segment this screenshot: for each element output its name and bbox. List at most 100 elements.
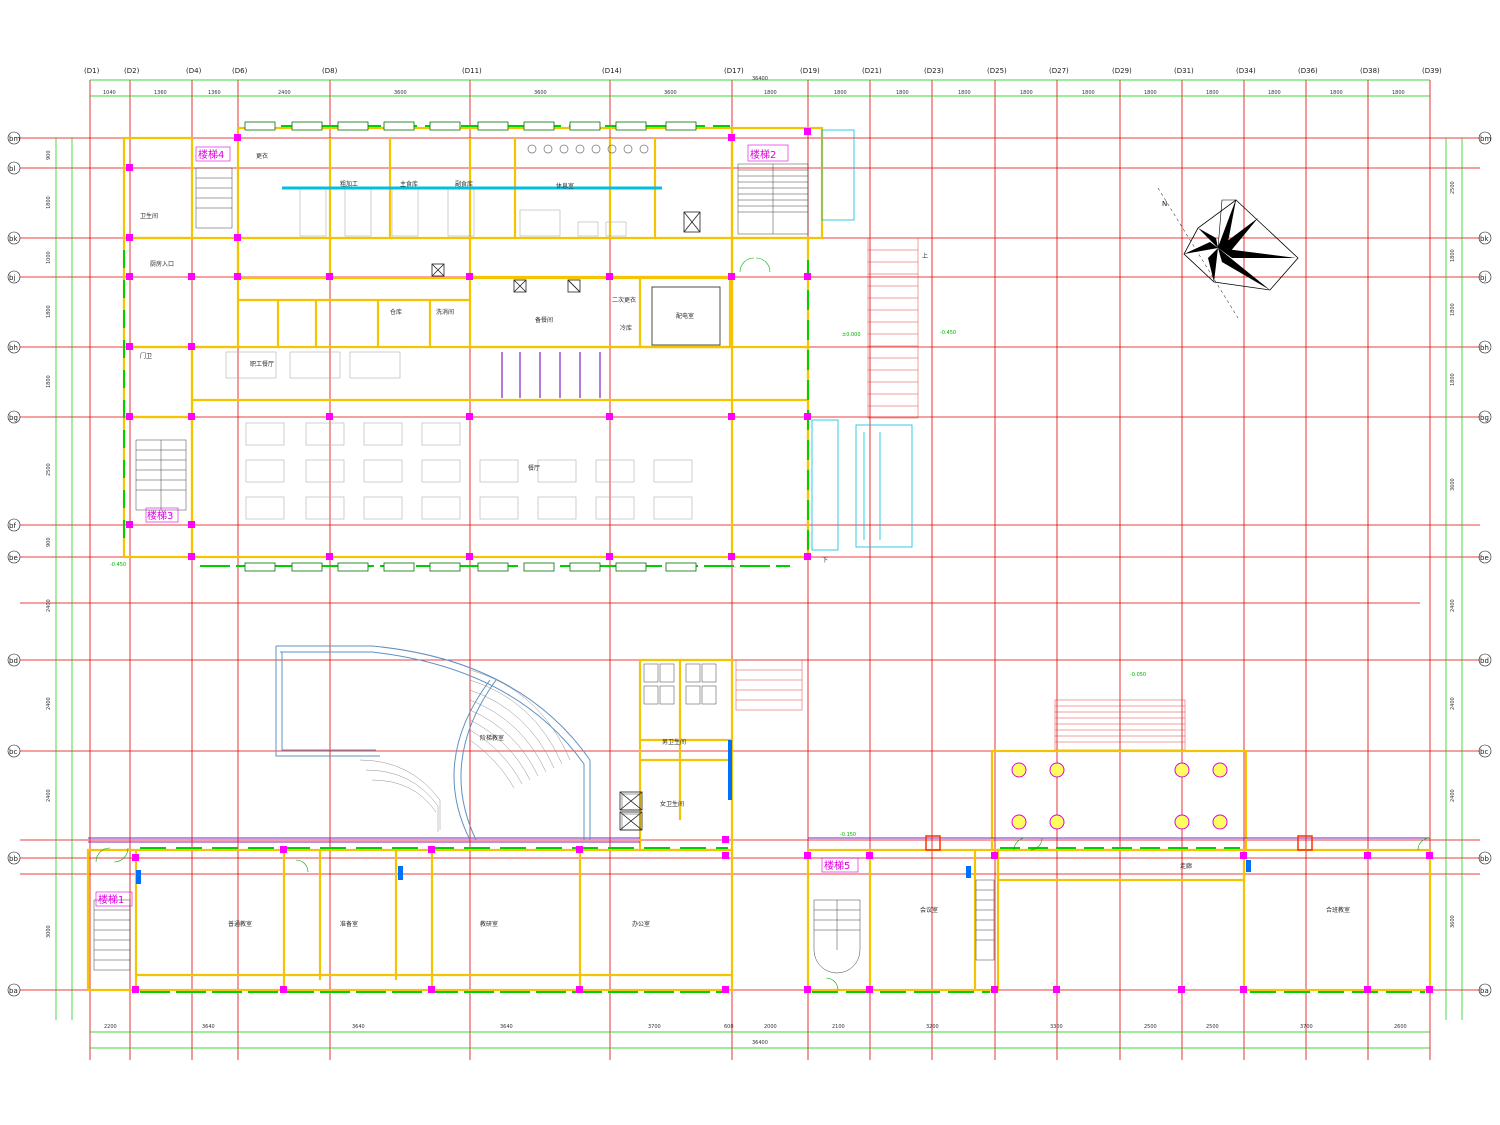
axis-label-d2: (D2): [124, 67, 140, 75]
svg-text:1800: 1800: [1450, 303, 1456, 316]
svg-text:bk: bk: [9, 235, 18, 243]
axis-label-d29: (D29): [1112, 67, 1132, 75]
svg-text:1800: 1800: [1268, 90, 1281, 96]
axis-label-d38: (D38): [1360, 67, 1380, 75]
stove-burners: [527, 144, 649, 154]
axis-label-d8: (D8): [322, 67, 338, 75]
svg-text:be: be: [9, 554, 18, 562]
dimension-lines: [55, 79, 1463, 1049]
svg-text:bh: bh: [9, 344, 18, 352]
svg-text:bk: bk: [1480, 235, 1489, 243]
svg-text:1360: 1360: [154, 90, 167, 96]
top-dimensions: 1040 1360 1360 2400 3600 3600 3600 1800 …: [103, 76, 1405, 96]
upper-building-walls: [122, 126, 824, 559]
svg-text:职工餐厅: 职工餐厅: [250, 360, 274, 368]
svg-text:-0.150: -0.150: [840, 832, 856, 838]
svg-text:1800: 1800: [46, 196, 52, 209]
svg-text:3600: 3600: [1450, 915, 1456, 928]
svg-text:合班教室: 合班教室: [1326, 906, 1350, 914]
svg-text:主食库: 主食库: [400, 180, 418, 188]
lecture-hall-tiers: [359, 669, 571, 832]
bottom-dimensions: 2200 3640 3640 3640 3700 600 2000 2100 3…: [104, 1024, 1407, 1046]
svg-text:2400: 2400: [1450, 599, 1456, 612]
svg-text:2500: 2500: [1450, 181, 1456, 194]
svg-text:bm: bm: [1480, 135, 1491, 143]
svg-text:2400: 2400: [1450, 789, 1456, 802]
svg-text:1800: 1800: [1206, 90, 1219, 96]
svg-text:1800: 1800: [958, 90, 971, 96]
svg-text:3300: 3300: [1050, 1024, 1063, 1030]
svg-text:ba: ba: [9, 987, 18, 995]
svg-text:1000: 1000: [46, 251, 52, 264]
svg-text:2400: 2400: [46, 697, 52, 710]
svg-text:楼梯1: 楼梯1: [98, 893, 124, 906]
svg-text:二次更衣: 二次更衣: [612, 296, 636, 304]
dining-tables: [225, 187, 693, 520]
svg-text:卫生间: 卫生间: [140, 212, 158, 220]
upper-window-frames: [244, 121, 697, 572]
room-labels-lower: 普通教室 阶梯教室 男卫生间 女卫生间 准备室 办公室 教研室 会议室 走廊 合…: [228, 734, 1350, 928]
svg-text:bc: bc: [9, 748, 17, 756]
svg-text:1800: 1800: [764, 90, 777, 96]
axis-label-d36: (D36): [1298, 67, 1318, 75]
room-label-dining: 餐厅: [528, 464, 540, 472]
north-label: N: [1162, 200, 1167, 208]
svg-text:2200: 2200: [104, 1024, 117, 1030]
left-dimensions: 900 1800 1000 1800 1800 2500 900 2400 24…: [46, 150, 52, 938]
svg-text:1800: 1800: [1392, 90, 1405, 96]
svg-text:3600: 3600: [664, 90, 677, 96]
svg-text:bj: bj: [1480, 274, 1486, 282]
elevator-shafts: [431, 211, 721, 831]
svg-text:会议室: 会议室: [920, 906, 938, 914]
svg-text:1800: 1800: [46, 305, 52, 318]
svg-text:3700: 3700: [648, 1024, 661, 1030]
corridor-line: [88, 837, 1430, 843]
svg-text:冷库: 冷库: [620, 324, 632, 332]
svg-text:-0.450: -0.450: [110, 562, 126, 568]
axis-label-d25: (D25): [987, 67, 1007, 75]
svg-text:普通教室: 普通教室: [228, 920, 252, 928]
lower-stairs: [93, 879, 995, 974]
axis-label-d39: (D39): [1422, 67, 1442, 75]
row-axis-labels-left: [7, 131, 21, 997]
svg-text:副食库: 副食库: [455, 180, 473, 188]
axis-label-d4: (D4): [186, 67, 202, 75]
axis-label-d11: (D11): [462, 67, 482, 75]
axis-label-d14: (D14): [602, 67, 622, 75]
svg-text:1800: 1800: [1330, 90, 1343, 96]
lecture-hall-aisle: [453, 679, 497, 841]
svg-text:2400: 2400: [1450, 697, 1456, 710]
svg-text:2100: 2100: [832, 1024, 845, 1030]
svg-text:2500: 2500: [1206, 1024, 1219, 1030]
svg-text:±0.000: ±0.000: [842, 332, 861, 338]
lecture-hall-curves: [275, 645, 591, 840]
axis-label-d31: (D31): [1174, 67, 1194, 75]
stair-labels: 楼梯4 楼梯3 楼梯2 楼梯1 楼梯5: [95, 144, 859, 907]
elevation-notes: -0.450 ±0.000 -0.450 -0.150 -0.050 上 下: [110, 252, 1146, 838]
svg-text:1360: 1360: [208, 90, 221, 96]
svg-text:-0.450: -0.450: [940, 330, 956, 336]
svg-text:bf: bf: [9, 522, 16, 530]
svg-text:准备室: 准备室: [340, 920, 358, 928]
lower-windows: [140, 847, 1425, 993]
compass-icon: N: [1157, 187, 1299, 319]
svg-text:3600: 3600: [394, 90, 407, 96]
svg-text:3200: 3200: [926, 1024, 939, 1030]
svg-text:bb: bb: [9, 855, 18, 863]
axis-label-d23: (D23): [924, 67, 944, 75]
svg-text:600: 600: [724, 1024, 734, 1030]
overall-top-dimension: 36400: [752, 76, 768, 82]
overall-bottom-dimension: 36400: [752, 1040, 768, 1046]
svg-text:女卫生间: 女卫生间: [660, 800, 684, 808]
svg-text:1800: 1800: [1082, 90, 1095, 96]
svg-text:1800: 1800: [1020, 90, 1033, 96]
svg-text:下: 下: [822, 557, 828, 564]
room-labels-upper: 餐厅 主食库 副食库 粗加工 更衣 仓库 备餐间 洗消间 二次更衣 冷库 配电室…: [140, 152, 694, 472]
row-axis-text-left: bm bl bk bj bh bg bf be bd bc bb ba: [9, 135, 20, 995]
svg-text:bj: bj: [9, 274, 15, 282]
svg-text:1800: 1800: [1450, 249, 1456, 262]
svg-text:2000: 2000: [764, 1024, 777, 1030]
svg-text:仓库: 仓库: [390, 308, 402, 316]
svg-text:bl: bl: [9, 165, 15, 173]
